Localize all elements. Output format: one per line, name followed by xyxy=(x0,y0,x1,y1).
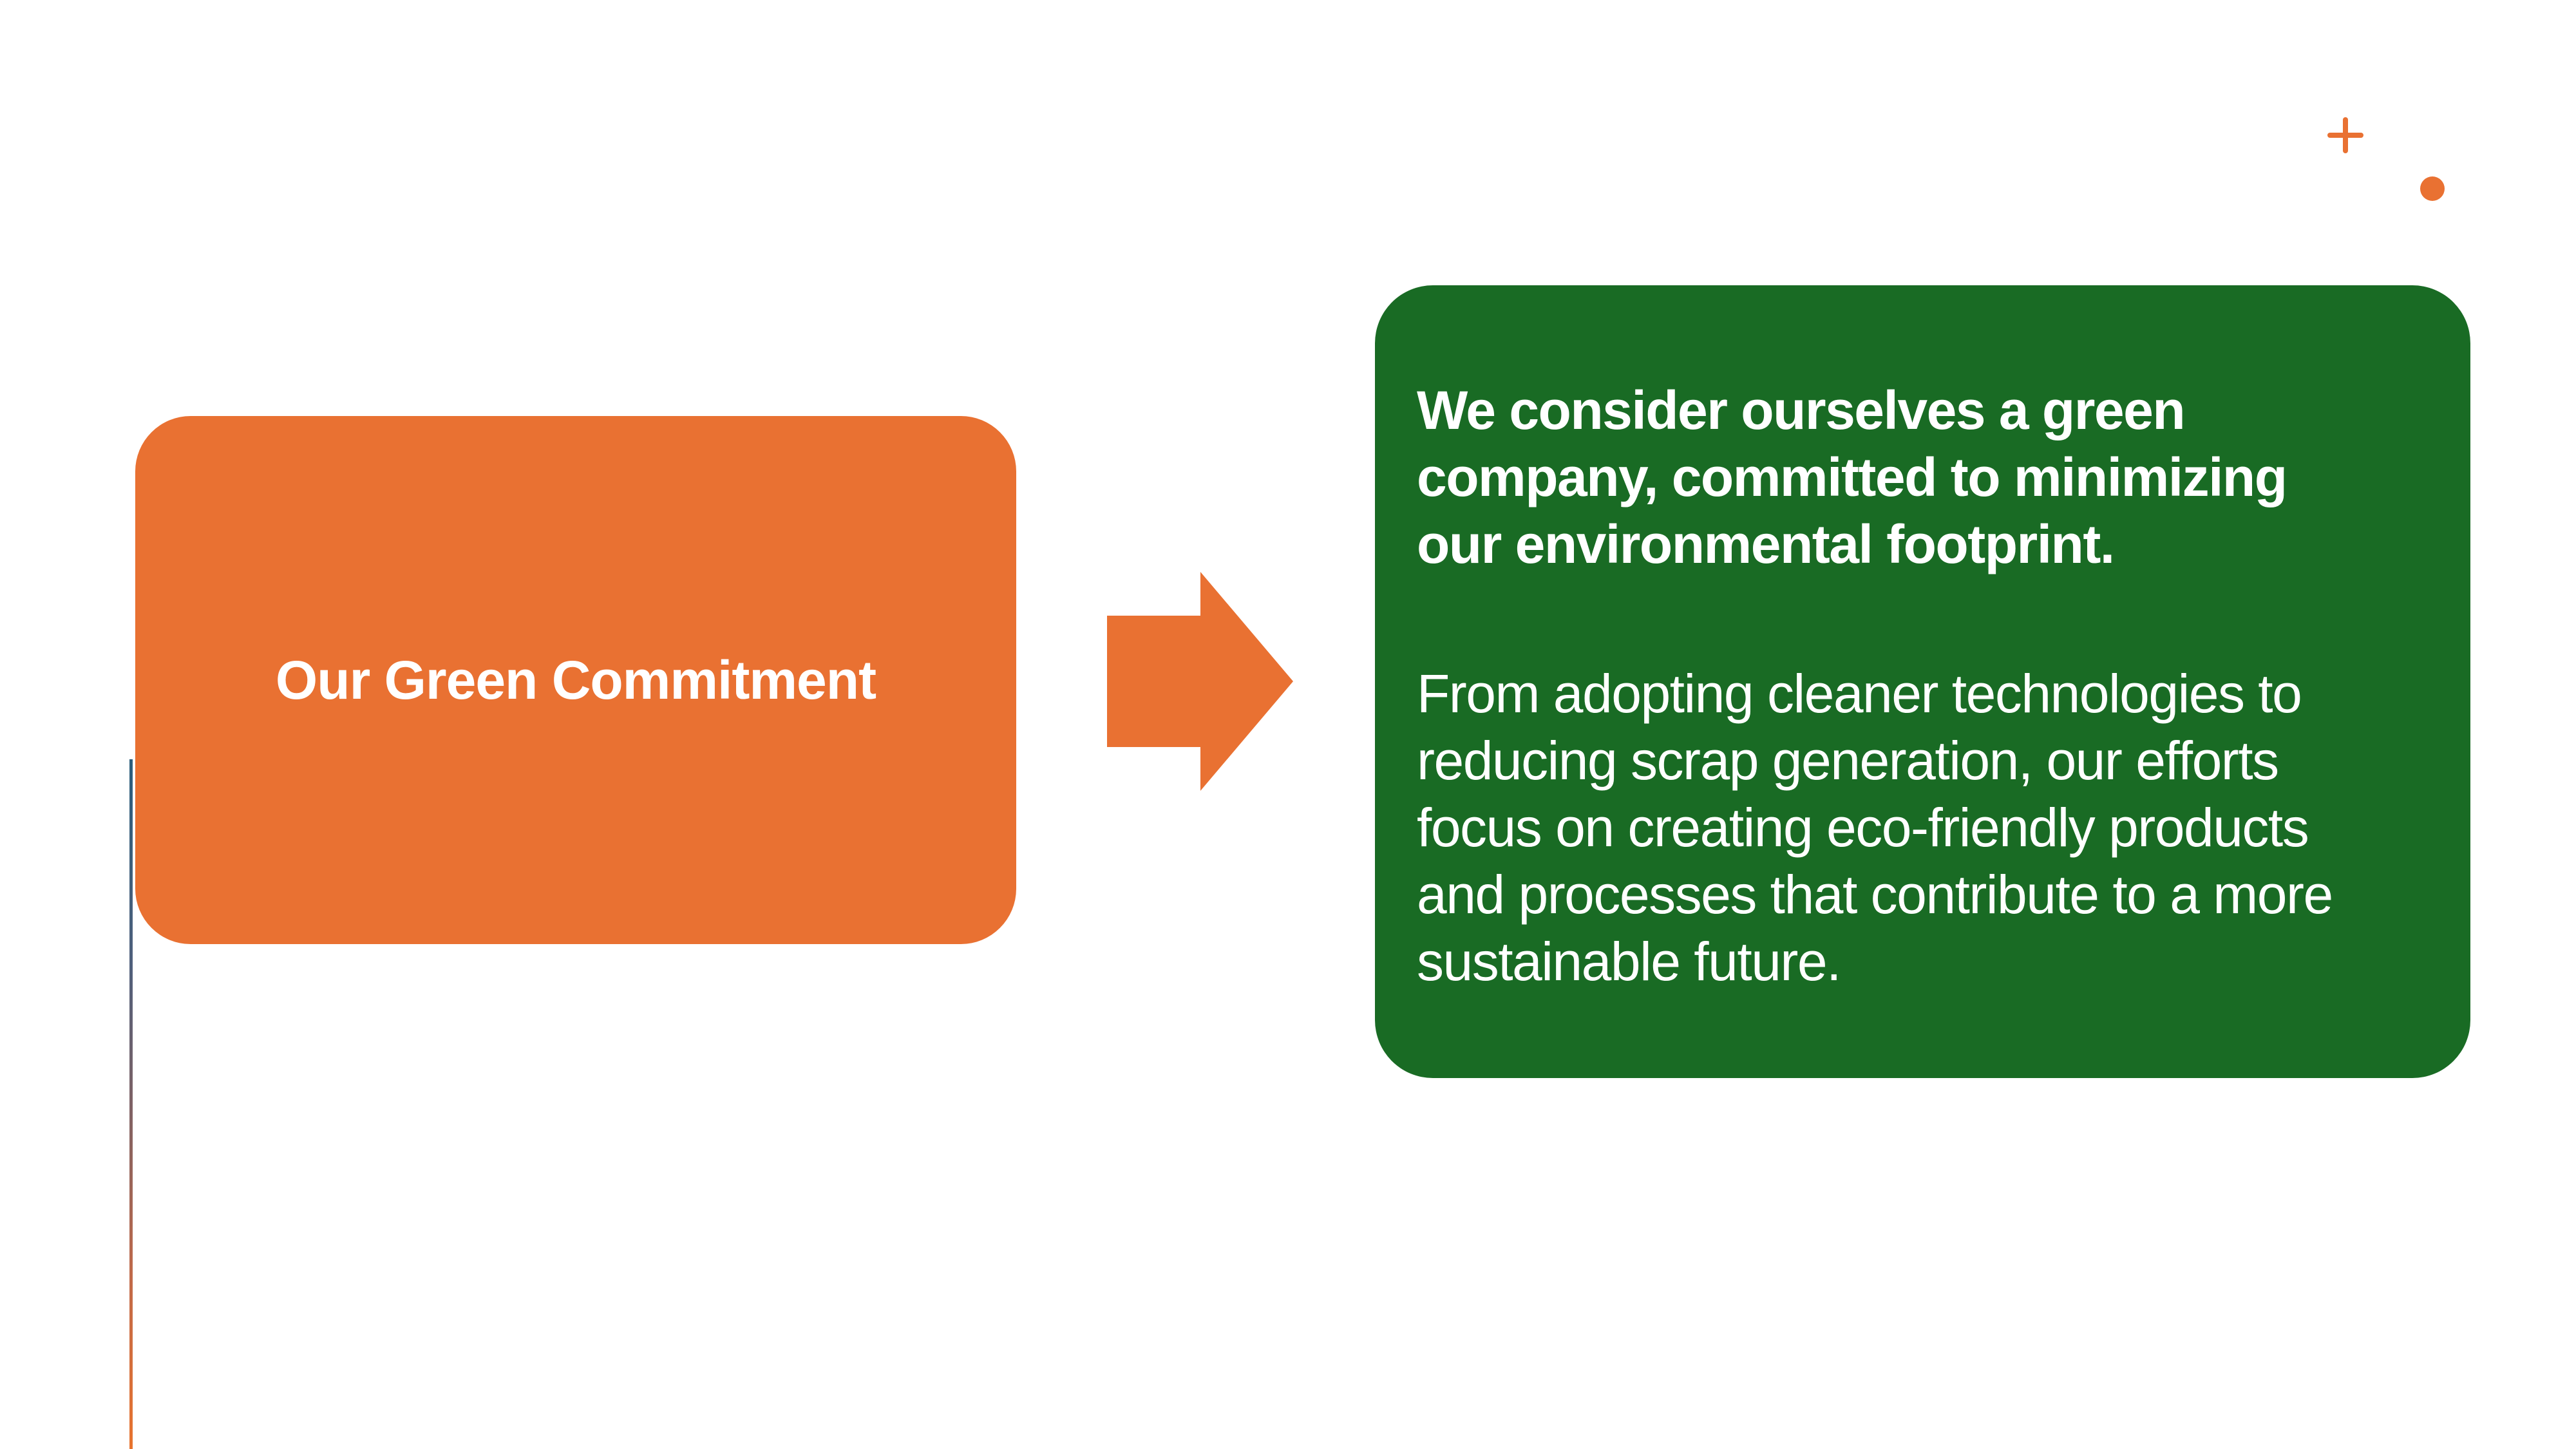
paragraph-bold: We consider ourselves a green company, c… xyxy=(1417,377,2445,578)
dot-icon xyxy=(2420,176,2445,201)
title-text: Our Green Commitment xyxy=(275,649,876,710)
text-line: company, committed to minimizing xyxy=(1417,447,2287,507)
text-line: From adopting cleaner technologies to xyxy=(1417,663,2302,724)
paragraph-regular: From adopting cleaner technologies to re… xyxy=(1417,660,2445,995)
plus-icon xyxy=(2327,117,2363,153)
title-box: Our Green Commitment xyxy=(135,416,1016,944)
accent-gradient-line xyxy=(129,759,133,1449)
text-line: sustainable future. xyxy=(1417,931,1841,992)
text-line: and processes that contribute to a more xyxy=(1417,864,2333,925)
text-line: We consider ourselves a green xyxy=(1417,380,2186,440)
text-line: our environmental footprint. xyxy=(1417,514,2115,574)
description-box: We consider ourselves a green company, c… xyxy=(1375,285,2470,1078)
text-line: focus on creating eco-friendly products xyxy=(1417,797,2309,858)
arrow-right-icon xyxy=(1107,572,1293,791)
text-line: reducing scrap generation, our efforts xyxy=(1417,730,2279,791)
